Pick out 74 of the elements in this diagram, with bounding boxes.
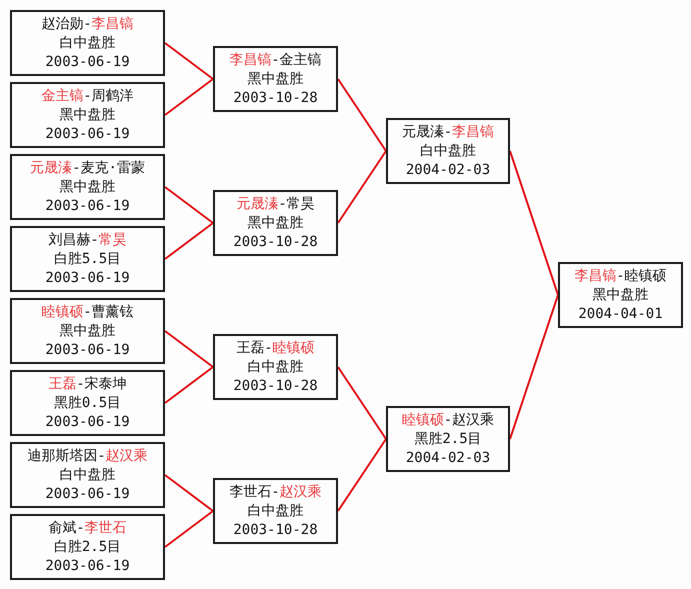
match-players: 赵治勋-李昌镐 <box>41 14 134 34</box>
connector-line <box>164 222 214 260</box>
match-box <box>213 478 338 544</box>
connector-line <box>337 150 387 224</box>
game-result: 黑中盘胜 <box>60 106 116 124</box>
match-players: 迪那斯塔因-赵汉乘 <box>27 446 148 466</box>
game-date: 2003-06-19 <box>45 412 130 432</box>
game-date: 2003-06-19 <box>45 52 130 72</box>
game-result: 黑中盘胜 <box>60 178 116 196</box>
game-result: 黑中盘胜 <box>248 214 304 232</box>
game-result: 白胜2.5目 <box>54 538 122 556</box>
match-players: 俞斌-李世石 <box>48 518 127 538</box>
game-result: 黑中盘胜 <box>592 286 648 304</box>
match-players: 睦镇硕-赵汉乘 <box>402 410 494 430</box>
match-box <box>386 118 510 184</box>
game-date: 2003-06-19 <box>45 556 130 576</box>
match-players: 李昌镐-睦镇硕 <box>574 266 667 286</box>
connector-line <box>164 42 214 80</box>
game-result: 黑中盘胜 <box>60 322 116 340</box>
game-result: 白中盘胜 <box>248 502 304 520</box>
game-date: 2003-06-19 <box>45 196 130 216</box>
match-box <box>213 46 338 112</box>
connector-line <box>337 438 387 512</box>
match-players: 睦镇硕-曹薰铉 <box>41 302 134 322</box>
game-date: 2003-06-19 <box>45 124 130 144</box>
match-box <box>386 406 510 472</box>
match-players: 刘昌赫-常昊 <box>48 230 127 250</box>
game-date: 2003-06-19 <box>45 340 130 360</box>
connector-line <box>164 510 214 548</box>
game-date: 2003-10-28 <box>233 232 318 252</box>
match-box <box>10 298 165 364</box>
match-box <box>10 370 165 436</box>
match-players: 金主镐-周鹤洋 <box>41 86 134 106</box>
game-date: 2003-10-28 <box>233 376 318 396</box>
connector-line <box>164 186 214 224</box>
connector-line <box>337 78 387 152</box>
match-box <box>10 82 165 148</box>
match-players: 元晟溱-李昌镐 <box>402 122 494 142</box>
game-date: 2004-02-03 <box>406 160 490 180</box>
connector-line <box>164 474 214 512</box>
connector-line <box>337 366 387 440</box>
game-result: 黑胜2.5目 <box>414 430 482 448</box>
game-result: 白胜5.5目 <box>54 250 122 268</box>
game-date: 2004-02-03 <box>406 448 490 468</box>
game-date: 2003-10-28 <box>233 520 318 540</box>
match-players: 李世石-赵汉乘 <box>229 482 322 502</box>
match-box <box>10 154 165 220</box>
match-players: 元晟溱-麦克·雷蒙 <box>30 158 145 178</box>
connector-line <box>164 366 214 404</box>
match-box <box>10 10 165 76</box>
match-box <box>10 514 165 580</box>
match-players: 李昌镐-金主镐 <box>229 50 322 70</box>
game-result: 白中盘胜 <box>420 142 476 160</box>
match-box <box>213 190 338 256</box>
match-players: 王磊-宋泰坤 <box>48 374 127 394</box>
game-result: 白中盘胜 <box>60 34 116 52</box>
match-box <box>10 442 165 508</box>
connector-line <box>509 294 559 440</box>
match-box <box>213 334 338 400</box>
game-date: 2004-04-01 <box>578 304 663 324</box>
game-date: 2003-10-28 <box>233 88 318 108</box>
connector-line <box>509 150 559 296</box>
match-players: 元晟溱-常昊 <box>236 194 315 214</box>
connector-line <box>164 330 214 368</box>
game-result: 黑胜0.5目 <box>54 394 122 412</box>
game-date: 2003-06-19 <box>45 268 130 288</box>
game-date: 2003-06-19 <box>45 484 130 504</box>
game-result: 白中盘胜 <box>248 358 304 376</box>
game-result: 黑中盘胜 <box>248 70 304 88</box>
connector-line <box>164 78 214 116</box>
match-players: 王磊-睦镇硕 <box>236 338 315 358</box>
match-box <box>558 262 683 328</box>
match-box <box>10 226 165 292</box>
game-result: 白中盘胜 <box>60 466 116 484</box>
